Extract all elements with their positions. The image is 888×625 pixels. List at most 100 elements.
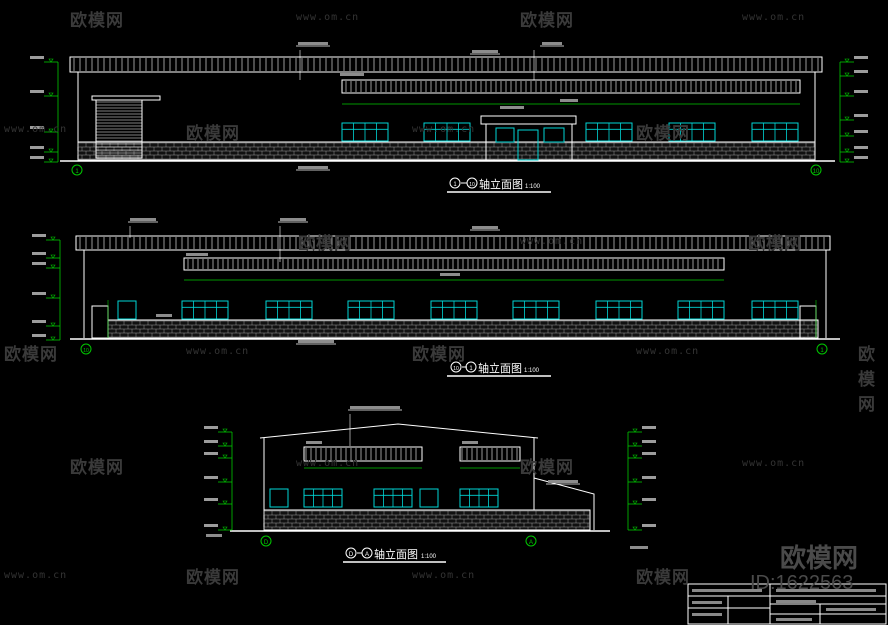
- level-symbol: [844, 148, 850, 153]
- view-title-3: D A 轴立面图 1:100: [343, 547, 446, 563]
- title-block: [687, 583, 887, 625]
- level-value-mark: [30, 90, 44, 93]
- level-value-mark: [854, 130, 868, 133]
- note-text-mark: [156, 314, 172, 317]
- svg-text:1: 1: [453, 182, 457, 188]
- axis-label: 10: [813, 169, 820, 175]
- note-text-mark: [560, 99, 578, 102]
- level-symbol: [50, 254, 56, 259]
- level-symbol: [632, 428, 638, 433]
- level-value-mark: [854, 56, 868, 59]
- level-symbol: [632, 526, 638, 531]
- level-symbol: [222, 526, 228, 531]
- level-symbol: [50, 264, 56, 269]
- level-symbol: [844, 132, 850, 137]
- level-symbol: [844, 58, 850, 63]
- svg-text:1:100: 1:100: [524, 368, 540, 374]
- note-text-mark: [280, 218, 306, 221]
- svg-text:1:100: 1:100: [525, 184, 541, 190]
- window-row-view-2: [117, 300, 799, 320]
- louver-band: [187, 259, 719, 269]
- svg-text:A: A: [365, 552, 369, 558]
- level-symbol: [48, 92, 54, 97]
- note-text-mark: [206, 534, 222, 537]
- level-value-mark: [30, 126, 44, 129]
- dimension-marks-view-1: [30, 42, 868, 171]
- level-value-mark: [30, 156, 44, 159]
- level-value-mark: [30, 146, 44, 149]
- title-block-text-mark: [692, 589, 762, 592]
- level-symbol: [632, 500, 638, 505]
- elevation-view-1: [60, 56, 835, 162]
- level-symbol: [632, 442, 638, 447]
- svg-text:10: 10: [469, 182, 475, 188]
- note-text-mark: [298, 42, 328, 45]
- level-value-mark: [32, 262, 46, 265]
- note-text-mark: [440, 273, 460, 276]
- level-symbol: [48, 58, 54, 63]
- title-block-text-mark: [692, 601, 722, 604]
- level-symbol: [50, 236, 56, 241]
- brick-base-hatch: [107, 320, 818, 338]
- level-value-mark: [642, 498, 656, 501]
- note-text-mark: [472, 50, 498, 53]
- level-value-mark: [32, 292, 46, 295]
- svg-text:1: 1: [469, 366, 473, 372]
- note-text-mark: [542, 42, 562, 45]
- note-text-mark: [630, 546, 648, 549]
- louver-band: [305, 448, 518, 460]
- note-text-mark: [350, 406, 400, 409]
- note-text-mark: [130, 218, 156, 221]
- level-symbol: [50, 294, 56, 299]
- axis-bubble-left: 1: [71, 164, 83, 176]
- note-text-mark: [340, 73, 364, 76]
- level-value-mark: [854, 146, 868, 149]
- brick-base-hatch: [77, 142, 815, 160]
- title-block-text-mark: [692, 613, 722, 616]
- svg-text:轴立面图: 轴立面图: [478, 361, 522, 375]
- brick-base-hatch: [263, 510, 590, 530]
- level-symbol: [48, 128, 54, 133]
- roof-panel-hatch: [73, 58, 819, 71]
- level-symbol: [844, 92, 850, 97]
- note-text-mark: [298, 340, 334, 343]
- window: [117, 300, 137, 320]
- note-text-mark: [298, 166, 328, 169]
- level-value-mark: [32, 252, 46, 255]
- level-value-mark: [642, 476, 656, 479]
- svg-text:A: A: [529, 540, 533, 546]
- level-value-mark: [642, 440, 656, 443]
- window-row-view-3: [269, 488, 499, 508]
- level-symbol: [844, 158, 850, 163]
- axis-bubble-left: D: [260, 535, 272, 547]
- svg-text:轴立面图: 轴立面图: [374, 547, 418, 561]
- title-block-text-mark: [776, 618, 812, 621]
- svg-text:轴立面图: 轴立面图: [479, 177, 523, 191]
- level-symbol: [222, 478, 228, 483]
- note-text-mark: [462, 441, 478, 444]
- level-value-mark: [32, 320, 46, 323]
- window: [543, 127, 565, 143]
- svg-text:D: D: [349, 552, 354, 558]
- view-title-1: 1 10 轴立面图 1:100: [447, 177, 551, 193]
- level-value-mark: [854, 114, 868, 117]
- rolling-door: [96, 101, 142, 157]
- level-symbol: [632, 454, 638, 459]
- note-text-mark: [472, 226, 498, 229]
- level-symbol: [48, 148, 54, 153]
- view-title-2: 10 1 轴立面图 1:100: [447, 361, 551, 377]
- level-value-mark: [854, 156, 868, 159]
- axis-bubble-right: A: [525, 535, 537, 547]
- level-symbol: [844, 72, 850, 77]
- window: [495, 127, 515, 143]
- level-symbol: [222, 500, 228, 505]
- axis-bubble-right: 10: [810, 164, 822, 176]
- svg-text:1: 1: [820, 348, 824, 354]
- svg-text:1:100: 1:100: [421, 554, 437, 560]
- level-value-mark: [204, 498, 218, 501]
- level-symbol: [50, 336, 56, 341]
- roof-panel-hatch: [79, 237, 825, 249]
- level-symbol: [222, 442, 228, 447]
- title-block-text-mark: [826, 608, 876, 611]
